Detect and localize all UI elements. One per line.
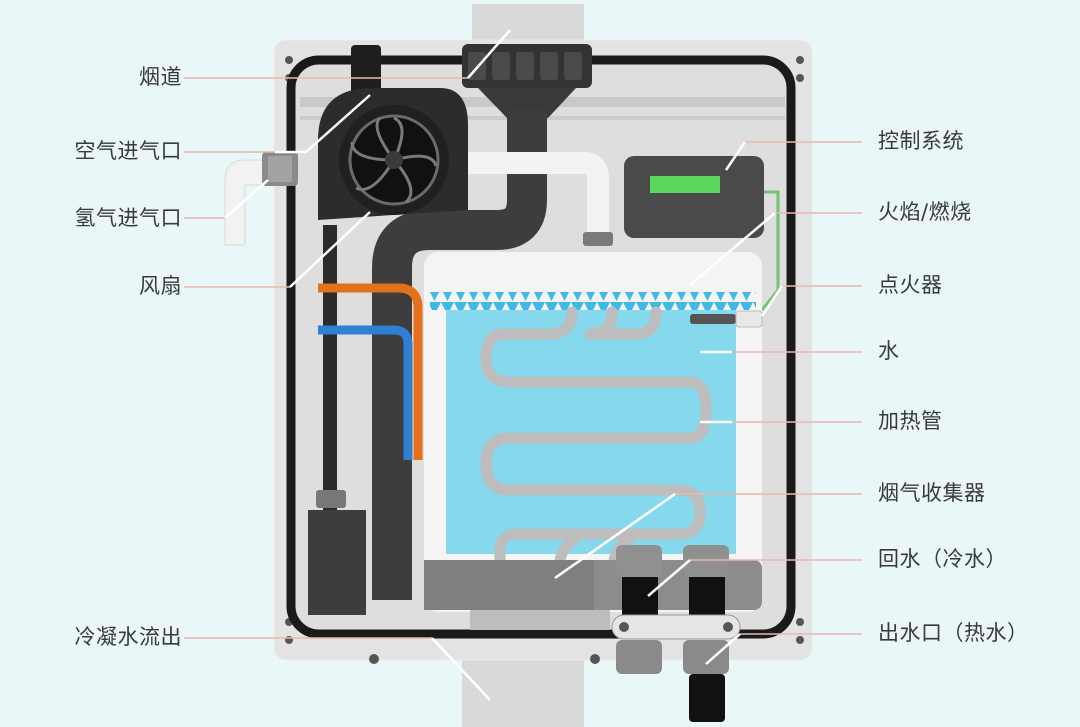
bottom-drain-pipe [462, 648, 584, 727]
leader-lines-left [184, 77, 468, 639]
label-flue: 烟道 [139, 65, 182, 89]
label-hydrogen-inlet: 氢气进气口 [74, 206, 182, 230]
igniter [690, 314, 736, 324]
flue-duct [372, 110, 547, 600]
heating-coil [480, 306, 712, 568]
label-flue-gas-collector: 烟气收集器 [878, 481, 986, 505]
label-condensate-outflow: 冷凝水流出 [74, 625, 182, 649]
leader-lines-right [675, 141, 862, 635]
leader-lines-white [224, 29, 784, 701]
control-display [650, 176, 720, 193]
outlet-water-valve [683, 640, 729, 674]
label-fan: 风扇 [139, 274, 182, 298]
label-control-system: 控制系统 [878, 129, 964, 153]
water-tank [446, 310, 736, 554]
label-water-outlet: 出水口（热水） [878, 621, 1029, 645]
label-flame-combustion: 火焰/燃烧 [878, 200, 972, 224]
hot-pipe [318, 283, 423, 460]
label-water: 水 [878, 339, 900, 363]
return-water-valve [616, 640, 662, 674]
label-heating-tube: 加热管 [878, 409, 943, 433]
label-igniter: 点火器 [878, 273, 943, 297]
flame-row [430, 292, 756, 310]
control-box [624, 156, 764, 238]
cold-pipe [318, 325, 413, 460]
label-return-water: 回水（冷水） [878, 547, 1007, 571]
label-air-inlet: 空气进气口 [74, 139, 182, 163]
